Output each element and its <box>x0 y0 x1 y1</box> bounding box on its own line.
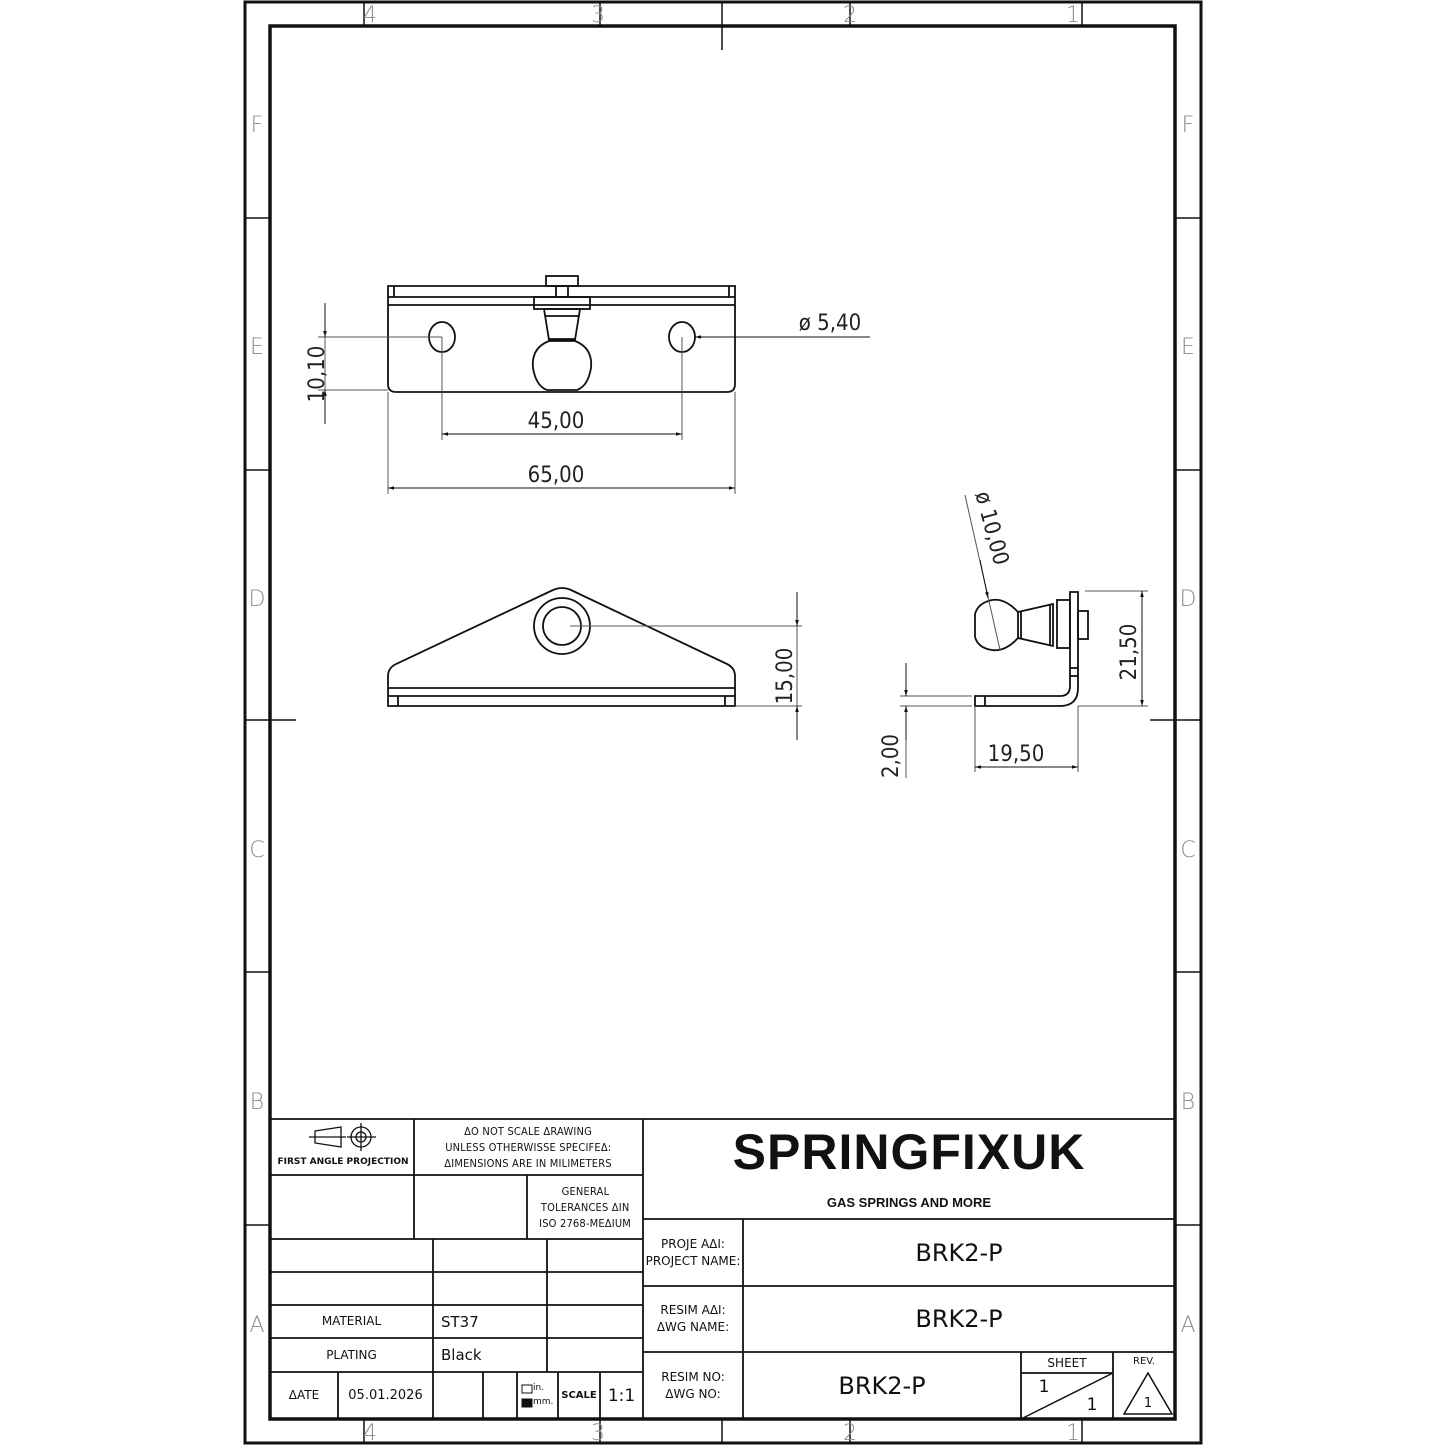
zone-col-bottom-3: 3 <box>591 1421 605 1445</box>
side-view <box>974 591 1089 707</box>
note-line-2: UNLESS OTHERWISSE SPECIFEΔ: <box>445 1141 612 1154</box>
unit-in-label: in. <box>533 1383 545 1393</box>
tolerance-line-1: GENERAL <box>561 1185 609 1198</box>
front-view <box>387 587 736 707</box>
top-view-dimensions <box>318 303 870 494</box>
scale-value: 1:1 <box>607 1385 636 1406</box>
zone-row-left-B: B <box>250 1090 264 1115</box>
dim-overall-height: 21,50 <box>1117 624 1142 681</box>
plating-label: PLATING <box>326 1347 377 1362</box>
material-label: MATERIAL <box>321 1314 382 1328</box>
unit-mm-label: mm. <box>533 1397 554 1407</box>
zone-row-right-F: F <box>1182 113 1195 138</box>
side-view-dimensions <box>900 494 1148 778</box>
zone-row-left-A: A <box>249 1313 264 1338</box>
dim-hole-spacing: 45,00 <box>528 409 585 434</box>
dim-ball-diameter: ø 10,00 <box>969 489 1013 568</box>
zone-row-left-E: E <box>250 335 264 360</box>
project-name-label-en: PROJECT NAME: <box>645 1253 741 1268</box>
zone-row-right-C: C <box>1180 838 1195 863</box>
zone-row-right-B: B <box>1181 1090 1195 1115</box>
dim-depth: 19,50 <box>988 742 1045 767</box>
zone-row-left-D: D <box>249 587 266 612</box>
dim-overall-length: 65,00 <box>528 463 585 488</box>
unit-mm-checkbox <box>521 1398 533 1408</box>
dwg-name-label-tr: RESIM AΔI: <box>660 1303 726 1317</box>
tolerance-line-3: ISO 2768-MEΔIUM <box>539 1217 631 1230</box>
project-name-value: BRK2-P <box>915 1238 1003 1267</box>
zone-col-top-3: 3 <box>591 3 605 28</box>
sheet-frame <box>243 0 1203 1445</box>
unit-in-checkbox <box>521 1384 533 1394</box>
first-angle-projection-icon <box>309 1123 376 1151</box>
sheet-current: 1 <box>1038 1377 1050 1397</box>
zone-row-left-C: C <box>249 838 264 863</box>
zone-col-bottom-2: 2 <box>843 1421 857 1445</box>
zone-col-bottom-4: 4 <box>363 1421 377 1445</box>
zone-labels: 4 3 2 1 4 3 2 1 F E D C B A F E D C B A <box>249 3 1197 1446</box>
title-block-grid <box>270 1118 1175 1420</box>
company-tagline: GAS SPRINGS AND MORE <box>826 1194 992 1210</box>
note-line-3: ΔIMENSIONS ARE IN MILIMETERS <box>444 1157 613 1170</box>
zone-row-right-E: E <box>1181 335 1195 360</box>
zone-row-right-A: A <box>1180 1313 1195 1338</box>
company-logo: SPRINGFIXUK <box>732 1124 1086 1180</box>
rev-value: 1 <box>1143 1395 1153 1411</box>
dwg-no-label-en: ΔWG NO: <box>665 1386 721 1401</box>
tolerances-block: GENERAL TOLERANCES ΔIN ISO 2768-MEΔIUM <box>527 1177 643 1239</box>
front-view-dimensions <box>570 592 802 740</box>
zone-col-top-2: 2 <box>843 3 857 28</box>
dwg-name-label-en: ΔWG NAME: <box>656 1320 730 1334</box>
project-name-label-tr: PROJE AΔI: <box>661 1236 725 1251</box>
sheet-label: SHEET <box>1047 1356 1087 1370</box>
dim-hole-offset: 10,10 <box>305 346 330 403</box>
top-view <box>387 275 736 393</box>
dwg-no-value: BRK2-P <box>838 1371 926 1400</box>
material-value: ST37 <box>441 1312 479 1331</box>
project-name-label: PROJE AΔI: PROJECT NAME: <box>643 1219 743 1286</box>
notes-block: ΔO NOT SCALE ΔRAWING UNLESS OTHERWISSE S… <box>414 1121 643 1175</box>
dwg-name-label: RESIM AΔI: ΔWG NAME: <box>643 1286 743 1352</box>
zone-col-top-4: 4 <box>363 3 377 28</box>
dwg-no-label-tr: RESIM NO: <box>661 1369 725 1384</box>
dim-hole-diameter: ø 5,40 <box>799 311 861 336</box>
zone-col-bottom-1: 1 <box>1066 1421 1080 1445</box>
scale-label: SCALE <box>561 1390 597 1401</box>
projection-label: FIRST ANGLE PROJECTION <box>277 1157 409 1167</box>
zone-row-left-F: F <box>251 113 264 138</box>
date-value: 05.01.2026 <box>348 1388 423 1403</box>
zone-col-top-1: 1 <box>1066 3 1080 28</box>
rev-label: REV. <box>1133 1355 1155 1367</box>
dim-thickness: 2,00 <box>879 734 904 778</box>
dwg-name-value: BRK2-P <box>915 1305 1003 1333</box>
sheet-total: 1 <box>1086 1395 1098 1415</box>
dim-height-to-center: 15,00 <box>773 648 798 705</box>
date-label: ΔATE <box>288 1388 320 1402</box>
tolerance-line-2: TOLERANCES ΔIN <box>540 1201 630 1214</box>
dwg-no-label: RESIM NO: ΔWG NO: <box>643 1352 743 1419</box>
note-line-1: ΔO NOT SCALE ΔRAWING <box>464 1125 593 1138</box>
plating-value: Black <box>441 1346 482 1364</box>
zone-row-right-D: D <box>1180 587 1197 612</box>
